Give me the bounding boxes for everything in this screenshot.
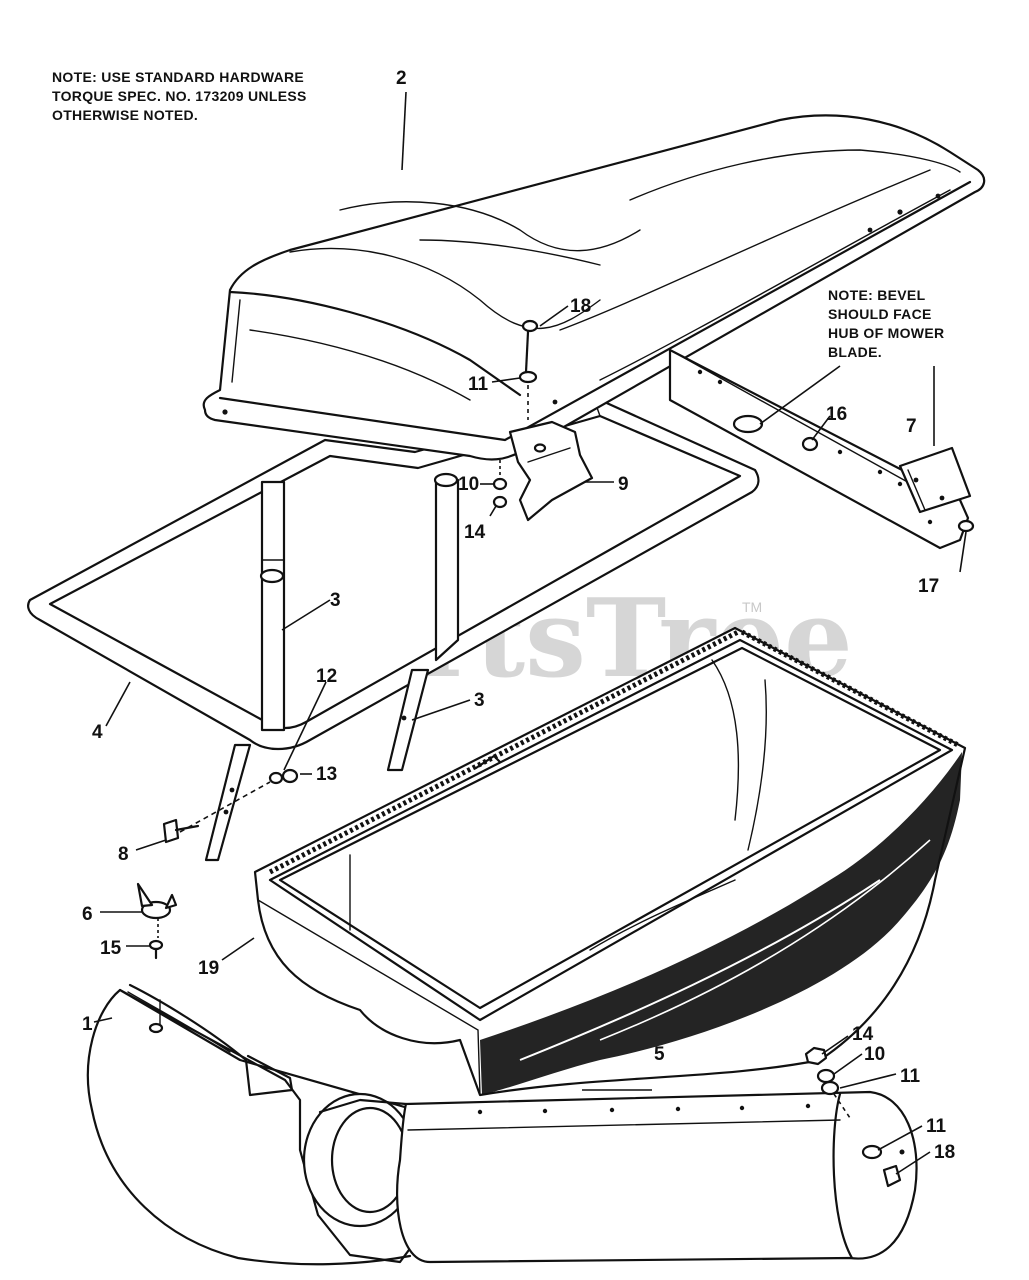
part-3-post-right [386, 472, 460, 772]
callout-18-tube: 18 [934, 1142, 955, 1163]
callout-13: 13 [316, 764, 337, 785]
part-2-top-cover [202, 114, 986, 461]
leader-14a [489, 505, 497, 517]
callout-12: 12 [316, 666, 337, 687]
hardware-8-bolt [162, 818, 200, 844]
leader-3a [281, 599, 331, 631]
leader-18b [895, 1151, 931, 1175]
part-3-post-left [204, 480, 286, 862]
callout-19: 19 [198, 958, 219, 979]
callout-16: 16 [826, 404, 847, 425]
leader-19 [221, 937, 255, 961]
hardware-note: NOTE: USE STANDARD HARDWARE TORQUE SPEC.… [52, 68, 307, 125]
hardware-12-13 [179, 768, 299, 833]
watermark-trademark: TM [742, 599, 762, 615]
callout-11-top: 11 [468, 374, 489, 395]
callout-3-right: 3 [474, 690, 485, 711]
leader-8 [135, 839, 167, 851]
callout-5: 5 [654, 1044, 665, 1065]
bevel-note-line-2: SHOULD FACE [828, 306, 932, 322]
callout-8: 8 [118, 844, 129, 865]
leader-4 [105, 681, 131, 727]
hardware-bottom-stack [804, 1046, 902, 1188]
callout-10-bottom: 10 [864, 1044, 885, 1065]
part-7-blade-tip [898, 366, 972, 514]
mower-blade [668, 348, 970, 550]
callout-15: 15 [100, 938, 122, 959]
leader-18a [539, 305, 569, 327]
leader-12 [283, 681, 327, 771]
bevel-note-line-4: BLADE. [828, 344, 882, 360]
leader-14b [821, 1035, 849, 1055]
leader-bevel [759, 365, 841, 425]
bevel-note-line-1: NOTE: BEVEL [828, 287, 926, 303]
callout-6: 6 [82, 904, 93, 925]
bevel-note: NOTE: BEVEL SHOULD FACE HUB OF MOWER BLA… [828, 286, 944, 362]
callout-10-top: 10 [458, 474, 479, 495]
leader-11a [491, 377, 521, 383]
leader-11c [877, 1125, 923, 1151]
hardware-16-nut [801, 436, 819, 452]
callout-1: 1 [82, 1014, 93, 1035]
callout-2: 2 [396, 68, 407, 89]
leader-3b [411, 699, 471, 721]
hardware-note-line-2: TORQUE SPEC. NO. 173209 UNLESS [52, 88, 307, 104]
callout-11-tube: 11 [926, 1116, 947, 1137]
hardware-17-bolt [957, 519, 975, 533]
bevel-note-line-3: HUB OF MOWER [828, 325, 945, 341]
hardware-11-top [518, 370, 538, 420]
callout-9: 9 [618, 474, 629, 495]
hardware-note-line-3: OTHERWISE NOTED. [52, 107, 199, 123]
leader-1 [93, 1017, 113, 1023]
leader-10b [833, 1053, 863, 1075]
callout-14-top: 14 [464, 522, 486, 543]
callout-3-left: 3 [330, 590, 341, 611]
callout-14-bottom: 14 [852, 1024, 874, 1045]
hardware-18-top [521, 319, 539, 374]
callout-11-bottom: 11 [900, 1066, 921, 1087]
callout-18-top: 18 [570, 296, 591, 317]
part-19-grass-bag [253, 626, 967, 1097]
hardware-note-line-1: NOTE: USE STANDARD HARDWARE [52, 69, 305, 85]
leader-11b [839, 1073, 897, 1089]
hardware-6-wingnut [136, 882, 178, 938]
hardware-15-bolt [148, 939, 164, 960]
callout-4: 4 [92, 722, 103, 743]
part-9-bracket [508, 420, 594, 522]
callout-7: 7 [906, 416, 917, 437]
leader-2 [401, 91, 407, 171]
part-5-discharge-tube [302, 1090, 918, 1264]
leader-16 [811, 415, 831, 441]
callout-17: 17 [918, 576, 939, 597]
leader-17 [959, 531, 967, 573]
